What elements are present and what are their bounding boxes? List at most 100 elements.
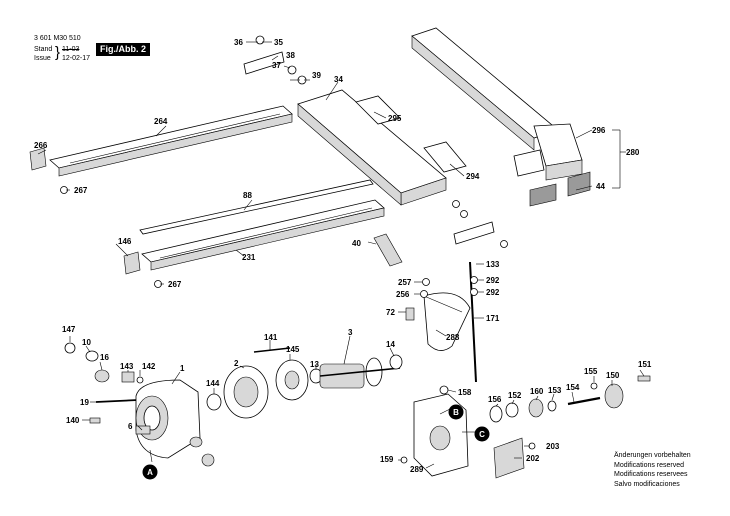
screw-151 [637, 375, 651, 382]
gear-160 [528, 398, 544, 418]
screw-19 [95, 399, 139, 403]
marker-c-label: C [479, 430, 485, 439]
cover-202 [493, 437, 525, 479]
callout-292-a: 292 [486, 276, 500, 285]
callout-37: 37 [272, 61, 281, 70]
issue-label: Issue [34, 55, 51, 62]
callout-44: 44 [596, 182, 605, 191]
callout-257: 257 [398, 278, 412, 287]
callout-171: 171 [486, 314, 500, 323]
callout-10: 10 [82, 338, 91, 347]
callout-158: 158 [458, 388, 472, 397]
armature-3 [319, 357, 401, 389]
callout-155: 155 [584, 367, 598, 376]
callout-154: 154 [566, 383, 580, 392]
callout-202: 202 [526, 454, 540, 463]
screw-72 [405, 307, 415, 321]
note-de: Änderungen vorbehalten [614, 452, 691, 459]
marker-a: A [142, 464, 158, 480]
stand-label: Stand [34, 46, 53, 53]
ring-153 [547, 400, 557, 412]
callout-267-a: 267 [74, 186, 88, 195]
callout-159: 159 [380, 455, 394, 464]
callout-156: 156 [488, 395, 502, 404]
callout-280: 280 [626, 148, 640, 157]
washer-292b [470, 288, 478, 296]
leader-lines [37, 41, 645, 469]
doc-number: 3 601 M30 510 [34, 35, 81, 42]
callout-145: 145 [286, 345, 300, 354]
marker-c: C [474, 426, 490, 442]
callout-147: 147 [62, 325, 76, 334]
rail-231 [141, 199, 385, 271]
callout-38: 38 [286, 51, 295, 60]
issue-value: 12-02-17 [62, 55, 91, 62]
callout-19: 19 [80, 398, 89, 407]
callout-36: 36 [234, 38, 243, 47]
bearing-152 [505, 402, 519, 418]
fan-145 [275, 359, 309, 401]
brush-bottom [189, 436, 203, 448]
shaft-154 [567, 396, 601, 406]
holder-143 [121, 371, 135, 383]
bearing-14 [389, 354, 403, 370]
callout-151: 151 [638, 360, 652, 369]
nut-right-1 [452, 200, 460, 208]
callout-72: 72 [386, 308, 395, 317]
callout-13: 13 [310, 360, 319, 369]
gear-150 [604, 383, 624, 409]
callout-150: 150 [606, 371, 620, 380]
callout-146: 146 [118, 237, 132, 246]
callout-256: 256 [396, 290, 410, 299]
callouts: 36 35 38 37 39 34 295 294 264 266 267 88… [34, 38, 652, 474]
plate-294 [423, 141, 467, 173]
screw-142 [136, 376, 144, 384]
cap-bottom [201, 453, 215, 467]
extension-table-34 [297, 89, 447, 206]
note-en: Modifications reserved [614, 461, 685, 469]
header-bracket: } [55, 44, 61, 61]
bearing-144 [206, 393, 222, 411]
nut-37 [287, 65, 297, 75]
note-fr: Modifications reservees [614, 471, 688, 479]
callout-153: 153 [548, 386, 562, 395]
plate-295 [355, 95, 401, 125]
callout-152: 152 [508, 391, 522, 400]
stator-2 [223, 365, 269, 419]
bracket-38 [243, 51, 285, 75]
brush-16 [94, 369, 110, 383]
callout-143: 143 [120, 362, 134, 371]
callout-294: 294 [466, 172, 480, 181]
strip-88 [139, 179, 374, 235]
screw-257 [422, 278, 430, 286]
callout-1: 1 [180, 364, 185, 373]
callout-141: 141 [264, 333, 278, 342]
rail-264 [49, 105, 293, 177]
callout-133: 133 [486, 260, 500, 269]
modification-notes: Änderungen vorbehalten Modifications res… [614, 451, 691, 489]
motor-housing-1 [135, 379, 201, 459]
callout-2: 2 [234, 359, 239, 368]
brush-cap-10 [85, 350, 99, 362]
stand-value: 11-03 [62, 46, 80, 53]
cap-147 [64, 342, 76, 354]
callout-231: 231 [242, 253, 256, 262]
callout-295: 295 [388, 114, 402, 123]
callout-39: 39 [312, 71, 321, 80]
callout-35: 35 [274, 38, 283, 47]
screw-36 [255, 35, 265, 45]
callout-296: 296 [592, 126, 606, 135]
callout-3: 3 [348, 328, 353, 337]
gear-156 [489, 405, 503, 423]
callout-289: 289 [410, 465, 424, 474]
clip-140 [89, 417, 101, 424]
cap-266 [29, 147, 47, 171]
callout-140: 140 [66, 416, 80, 425]
callout-160: 160 [530, 387, 544, 396]
screw-right [500, 240, 508, 248]
screw-141 [253, 347, 291, 353]
note-es: Salvo modificaciones [614, 480, 680, 488]
callout-6: 6 [128, 422, 133, 431]
figure-label: Fig./Abb. 2 [96, 43, 150, 56]
